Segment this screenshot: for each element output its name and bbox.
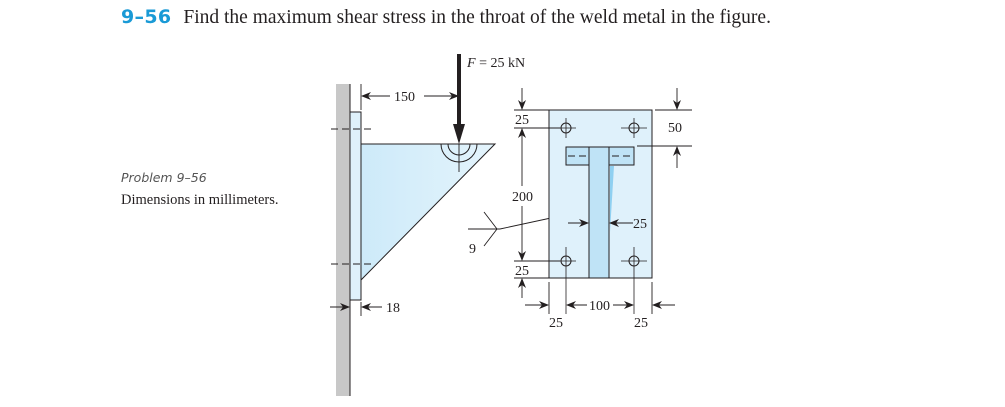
wall xyxy=(336,84,350,396)
dim-right-edge: 25 xyxy=(634,316,648,331)
t-web xyxy=(588,146,610,279)
dim-weld-size: 9 xyxy=(469,242,476,257)
dim-bolt-span-vertical: 200 xyxy=(512,190,533,205)
force-value: = 25 kN xyxy=(476,56,526,71)
dim-web-width: 25 xyxy=(633,217,647,232)
dim-load-offset: 150 xyxy=(394,90,415,105)
force-variable: F xyxy=(466,56,476,71)
problem-heading: 9–56 Find the maximum shear stress in the… xyxy=(121,6,771,29)
caption-title: Problem 9–56 xyxy=(121,170,207,185)
bolt-hole-top-right xyxy=(621,118,647,138)
svg-text:F = 25 kN: F = 25 kN xyxy=(466,56,525,71)
caption-subtitle: Dimensions in millimeters. xyxy=(121,192,279,208)
fillet-weld-icon xyxy=(483,211,498,247)
dim-right-top: 50 xyxy=(668,121,682,136)
force-arrowhead-icon xyxy=(453,124,465,144)
dim-left-edge: 25 xyxy=(549,316,563,331)
mounting-plate xyxy=(349,111,362,301)
side-view: F = 25 kN 150 18 xyxy=(330,54,525,396)
dim-bolt-span-horizontal: 100 xyxy=(589,299,610,314)
bolt-hole-bottom-right xyxy=(621,247,647,314)
problem-statement: Find the maximum shear stress in the thr… xyxy=(183,7,771,28)
dim-top-edge: 25 xyxy=(515,113,529,128)
dim-bottom-edge: 25 xyxy=(515,264,529,279)
dim-plate-thickness: 18 xyxy=(386,301,400,316)
figure-caption: Problem 9–56 Dimensions in millimeters. xyxy=(121,170,278,209)
problem-number: 9–56 xyxy=(121,6,172,28)
bracket-gusset xyxy=(360,143,497,282)
front-view: 25 200 25 50 25 100 25 25 xyxy=(512,88,692,331)
